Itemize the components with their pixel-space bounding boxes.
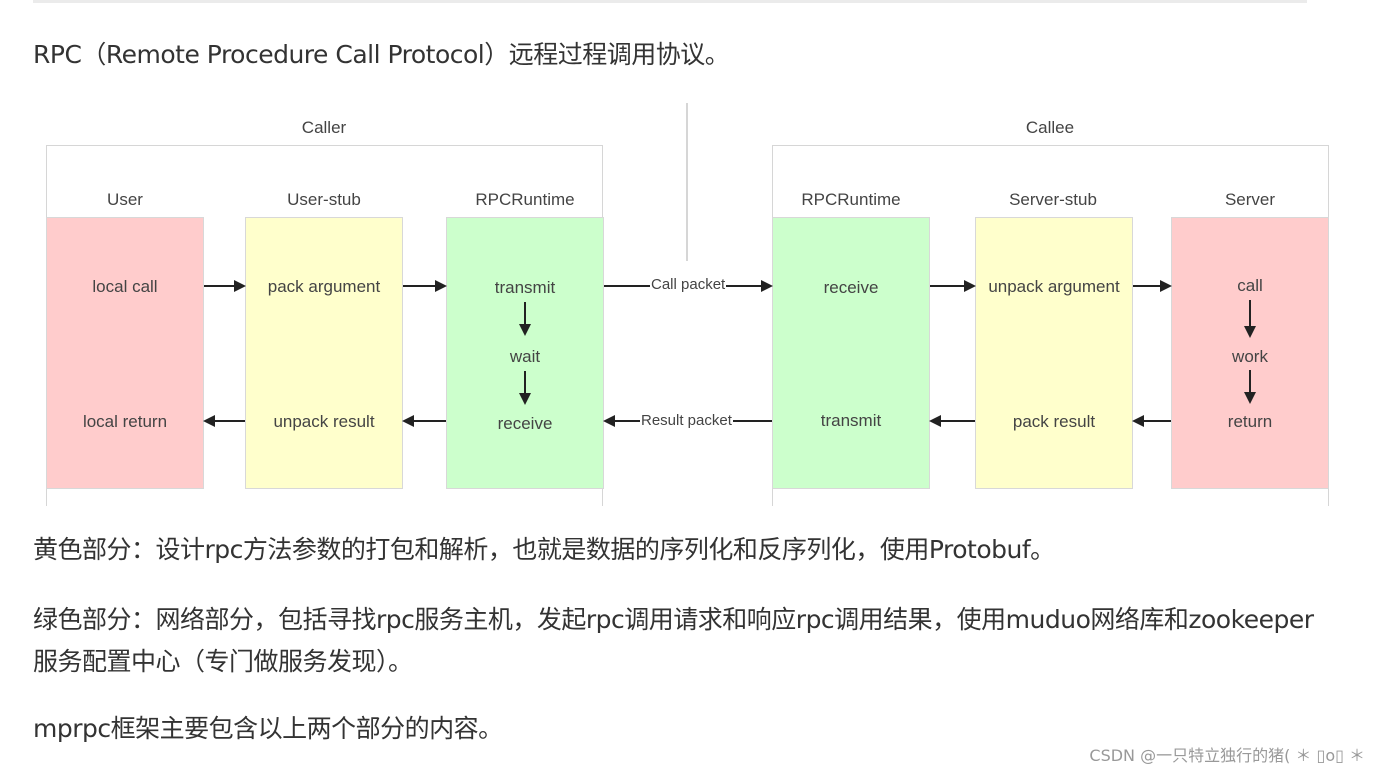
callee-title: Callee xyxy=(1025,118,1075,137)
yellow-part-paragraph: 黄色部分：设计rpc方法参数的打包和解析，也就是数据的序列化和反序列化，使用Pr… xyxy=(33,535,1055,564)
server-stub-box xyxy=(975,217,1133,489)
arrow-left-icon xyxy=(402,415,446,427)
green-part-paragraph: 绿色部分：网络部分，包括寻找rpc服务主机，发起rpc调用请求和响应rpc调用结… xyxy=(33,605,1314,676)
arrow-right-icon xyxy=(1133,280,1172,292)
column-label-server-stub: Server-stub xyxy=(1009,190,1097,209)
server-stub-top-text: unpack argument xyxy=(988,277,1120,296)
caller-title: Caller xyxy=(301,118,347,137)
column-label-user-stub: User-stub xyxy=(287,190,361,209)
server-top-text: call xyxy=(1237,276,1263,295)
arrow-right-icon xyxy=(930,280,976,292)
user-top-text: local call xyxy=(92,277,158,296)
user-box xyxy=(46,217,204,489)
caller-runtime-box xyxy=(446,217,604,489)
user-bottom-text: local return xyxy=(82,412,168,431)
server-stub-bottom-text: pack result xyxy=(1012,412,1096,431)
column-label-user: User xyxy=(107,190,143,209)
arrow-down-icon xyxy=(1244,370,1256,404)
callee-runtime-top-text: receive xyxy=(823,278,879,297)
arrow-left-icon xyxy=(929,415,975,427)
result-packet-label: Result packet xyxy=(640,412,733,429)
csdn-watermark: CSDN @一只特立独行的猪( ＊ ▯o▯ ＊ xyxy=(1089,746,1365,765)
arrow-right-icon xyxy=(403,280,447,292)
column-label-callee-runtime: RPCRuntime xyxy=(801,190,901,209)
caller-runtime-middle-text: wait xyxy=(509,347,541,366)
caller-runtime-bottom-text: receive xyxy=(497,414,553,433)
intro-paragraph: RPC（Remote Procedure Call Protocol）远程过程调… xyxy=(33,40,730,69)
server-middle-text: work xyxy=(1232,347,1268,366)
arrow-right-icon xyxy=(204,280,246,292)
separator-line xyxy=(686,103,688,261)
column-label-server: Server xyxy=(1224,190,1276,209)
server-box xyxy=(1171,217,1329,489)
user-stub-bottom-text: unpack result xyxy=(273,412,375,431)
callee-runtime-box xyxy=(772,217,930,489)
arrow-left-icon xyxy=(203,415,245,427)
rpc-diagram: Caller Callee User User-stub RPCRuntime … xyxy=(0,95,1379,515)
column-label-caller-runtime: RPCRuntime xyxy=(475,190,575,209)
arrow-down-icon xyxy=(519,371,531,405)
server-bottom-text: return xyxy=(1227,412,1273,431)
top-divider xyxy=(33,0,1307,3)
caller-runtime-top-text: transmit xyxy=(494,278,556,297)
callee-runtime-bottom-text: transmit xyxy=(820,411,882,430)
user-stub-top-text: pack argument xyxy=(267,277,381,296)
arrow-down-icon xyxy=(519,302,531,336)
summary-paragraph: mprpc框架主要包含以上两个部分的内容。 xyxy=(33,714,503,743)
arrow-down-icon xyxy=(1244,300,1256,338)
call-packet-label: Call packet xyxy=(650,276,727,293)
arrow-left-icon xyxy=(1132,415,1171,427)
user-stub-box xyxy=(245,217,403,489)
